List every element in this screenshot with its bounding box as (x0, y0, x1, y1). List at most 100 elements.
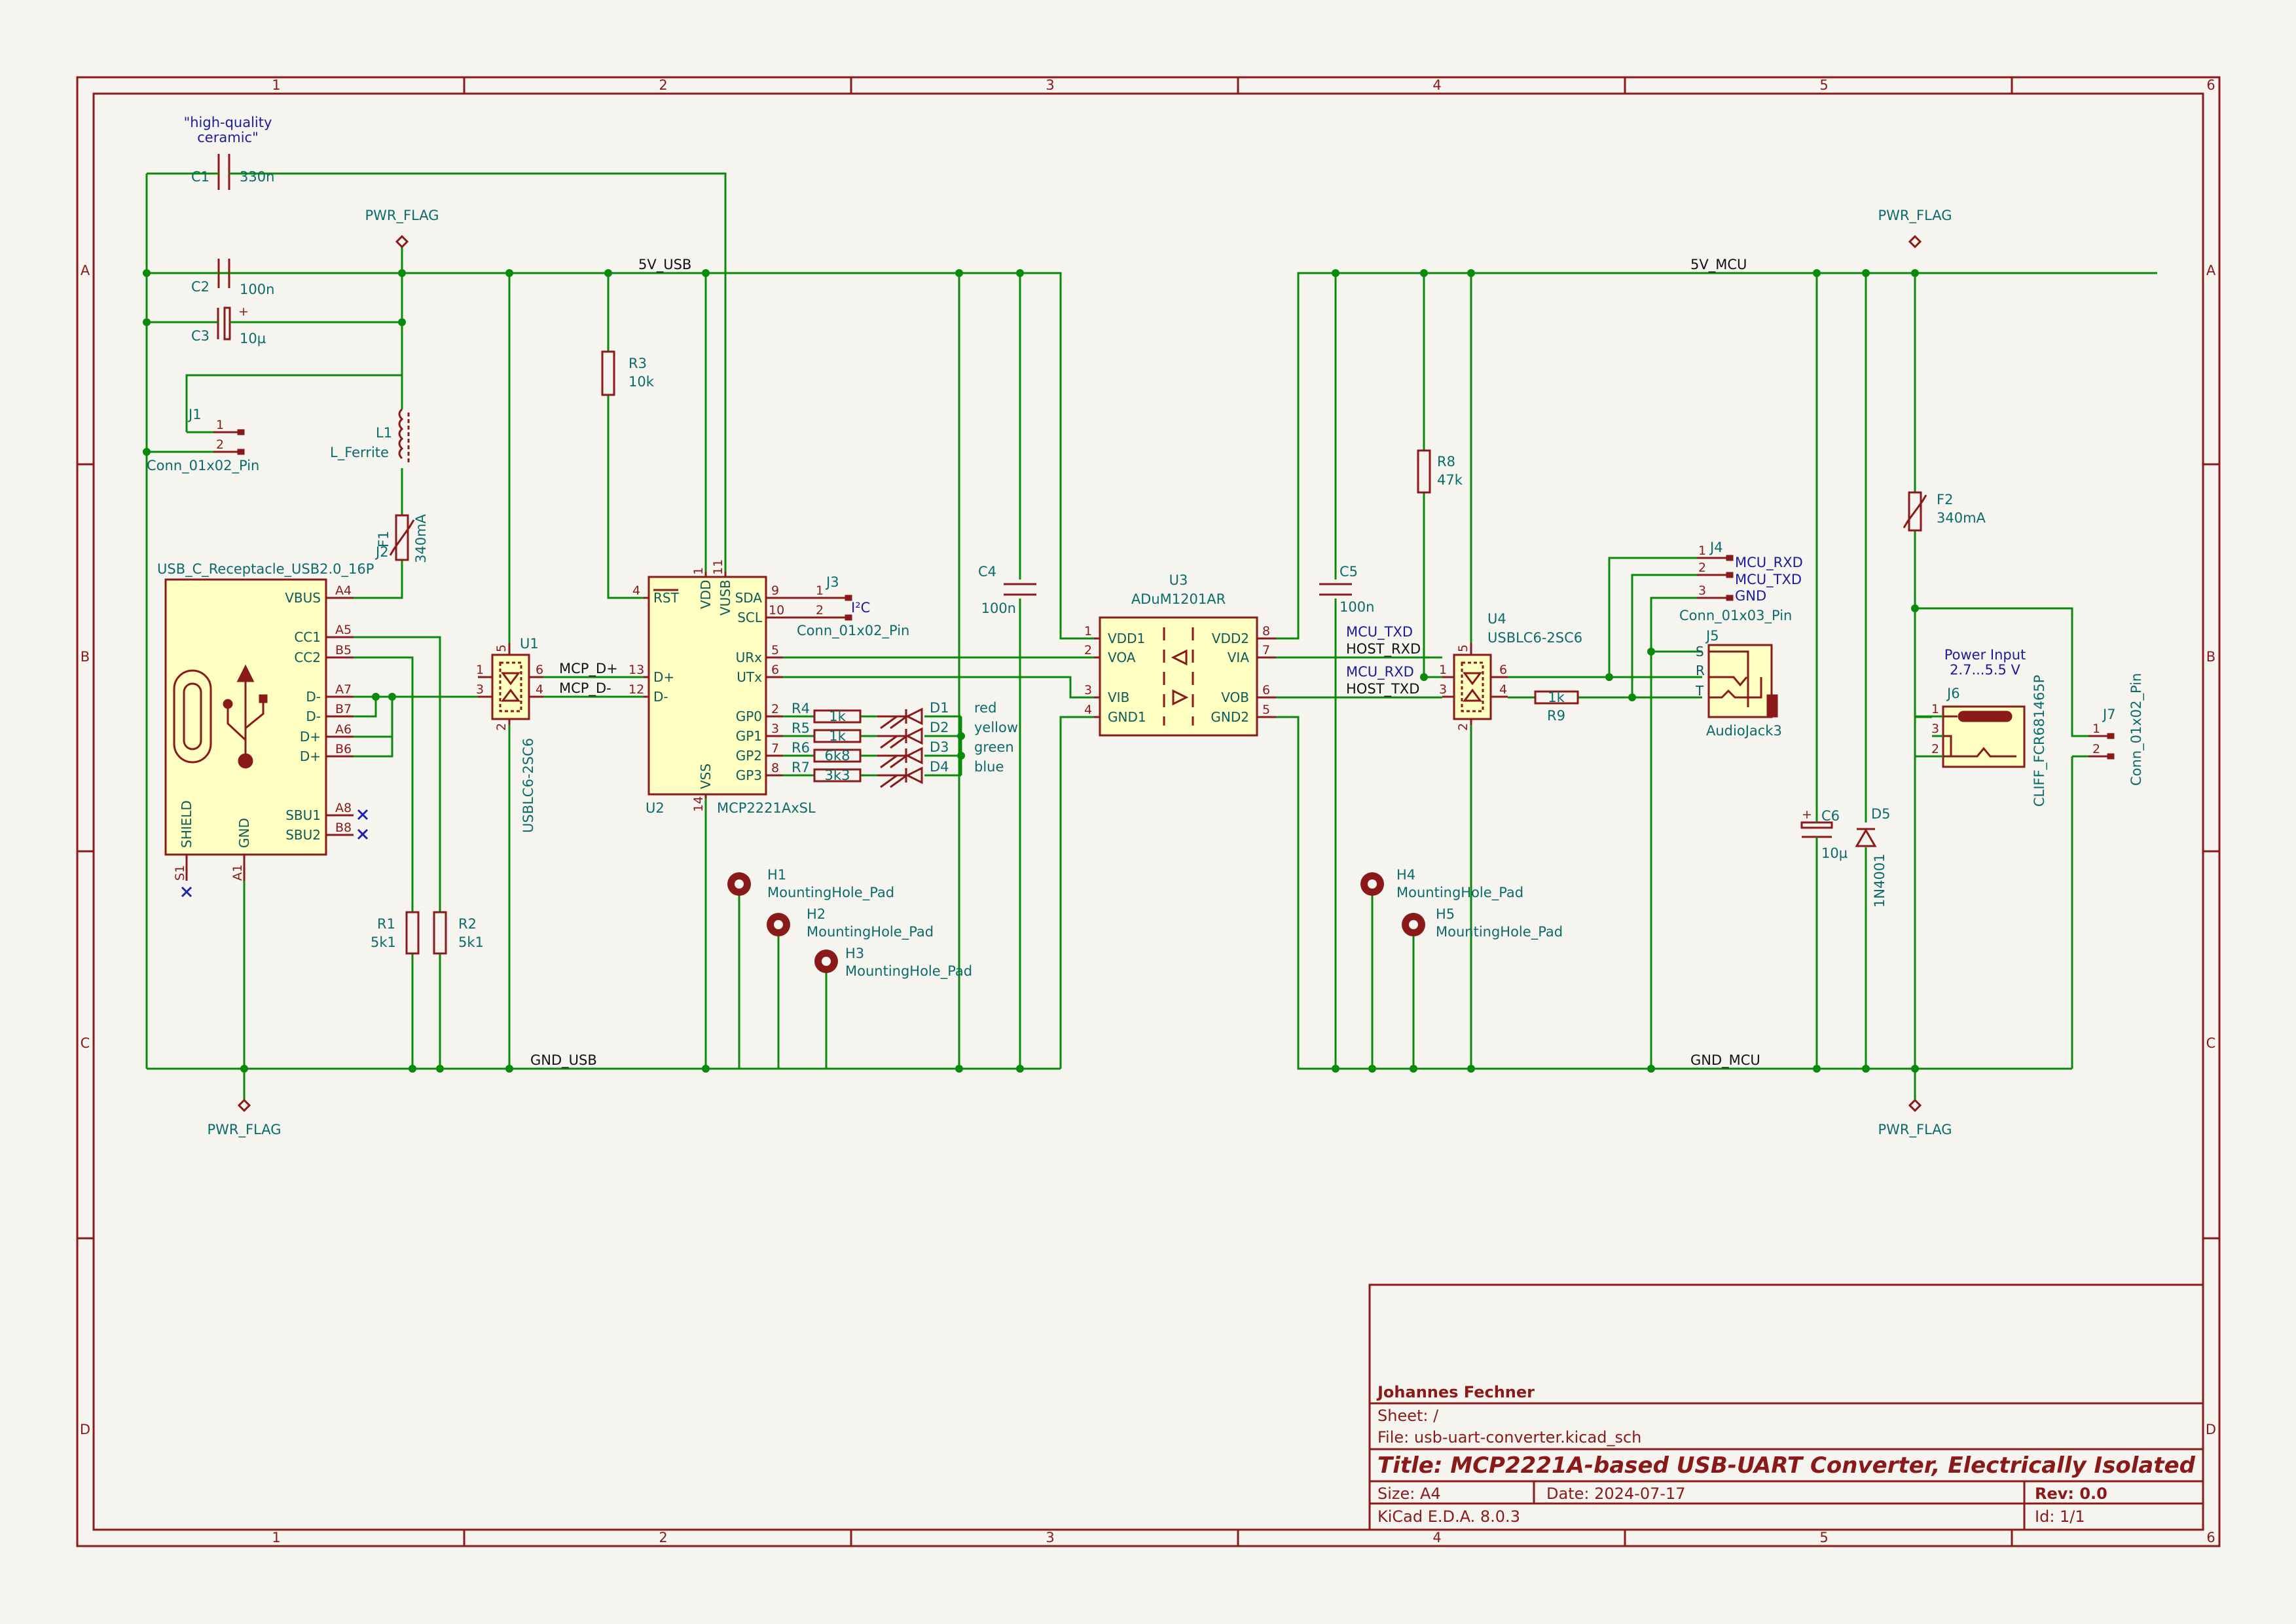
h1-ref: H1 (767, 867, 786, 883)
h2-ref: H2 (807, 906, 826, 922)
dc-jack-j6: 1 3 2 J6 CLIFF_FCR681465P (1915, 675, 2048, 807)
u2-vdd-label: VDD (698, 580, 714, 609)
grid-row-a: A (81, 263, 90, 278)
c3-ref: C3 (191, 328, 210, 344)
j2-a8: A8 (335, 801, 352, 815)
mounting-hole-h5: H5 MountingHole_Pad (1402, 906, 1563, 940)
u4-pin2: 2 (1456, 723, 1470, 731)
mcp2221-u2: RST VDD VUSB SDA SCL D+ D- URx UTx GP0 G… (629, 559, 816, 816)
connector-j3: 1 2 J3 I²C Conn_01x02_Pin (783, 574, 909, 639)
j6-pin3: 3 (1931, 722, 1939, 736)
resistor-r8: R8 47k (1417, 449, 1463, 494)
u2-pin1: 1 (691, 567, 706, 575)
u3-vob-label: VOB (1221, 690, 1249, 705)
j6-value: CLIFF_FCR681465P (2032, 675, 2048, 807)
f2-value: 340mA (1937, 510, 1986, 526)
u2-pin7: 7 (771, 741, 779, 756)
u2-vss-label: VSS (698, 764, 714, 789)
pwr-flag-mcu-top: PWR_FLAG (1878, 208, 1952, 249)
c5-value: 100n (1339, 599, 1374, 615)
u1-pin5: 5 (494, 644, 509, 652)
j4-pin3: 3 (1698, 583, 1706, 598)
j2-gnd-label: GND (236, 818, 252, 848)
r2-ref: R2 (458, 916, 477, 932)
grid-col-5: 5 (1819, 77, 1828, 93)
grid-row-d: D (80, 1422, 90, 1437)
u3-pin1: 1 (1084, 624, 1092, 638)
d1-ref: D1 (930, 700, 949, 716)
u3-pin6: 6 (1262, 683, 1270, 697)
j2-sbu1-label: SBU1 (285, 807, 321, 823)
u3-pin2: 2 (1084, 643, 1092, 657)
capacitor-c3: + C3 10µ (191, 304, 266, 346)
grid-row-c-right: C (2206, 1035, 2216, 1051)
svg-text:+: + (238, 304, 249, 319)
u3-pin7: 7 (1262, 643, 1270, 657)
net-mcp-dm: MCP_D- (559, 680, 611, 697)
u4-pin6: 6 (1499, 663, 1507, 677)
j1-ref: J1 (187, 407, 202, 422)
r5-ref: R5 (792, 720, 810, 736)
fuse-f1: F1 340mA (376, 513, 429, 563)
title-block-date: Date: 2024-07-17 (1546, 1485, 1686, 1503)
resistor-r6: 6k8 R6 (792, 740, 862, 764)
u2-rst-label: RST (653, 590, 680, 606)
u3-gnd2-label: GND2 (1211, 709, 1249, 725)
j2-a1: A1 (230, 864, 245, 881)
r8-ref: R8 (1437, 454, 1455, 470)
c5-ref: C5 (1339, 564, 1358, 580)
j6-pin1: 1 (1931, 702, 1939, 716)
grid-col-3-bottom: 3 (1046, 1530, 1054, 1545)
capacitor-c4: C4 100n (978, 564, 1036, 616)
mounting-hole-h1: H1 MountingHole_Pad (727, 867, 894, 901)
isolator-u3: VDD1 VOA VIB GND1 VDD2 VIA VOB GND2 1 2 … (1084, 572, 1276, 737)
u1-pin6: 6 (536, 663, 543, 677)
d4-color: blue (974, 759, 1004, 775)
note-power-input-2: 2.7...5.5 V (1950, 662, 2020, 678)
u2-sda-label: SDA (735, 590, 763, 606)
r3-ref: R3 (629, 356, 647, 371)
h4-value: MountingHole_Pad (1396, 885, 1523, 901)
j2-vbus-label: VBUS (285, 590, 321, 606)
u2-pin4: 4 (632, 583, 640, 598)
j2-b5: B5 (335, 643, 352, 657)
d5-value: 1N4001 (1872, 853, 1887, 908)
capacitor-c5: C5 100n (1319, 564, 1374, 615)
j2-ref: J2 (374, 544, 389, 560)
ferrite-l1: L1 L_Ferrite (330, 408, 410, 465)
resistor-r1: R1 5k1 (371, 911, 420, 955)
j2-s1: S1 (173, 865, 187, 881)
u1-value: USBLC6-2SC6 (520, 738, 536, 833)
j2-shield-label: SHIELD (179, 800, 194, 848)
h3-ref: H3 (845, 946, 864, 961)
d5-ref: D5 (1871, 806, 1891, 822)
wires-usb-side (145, 172, 1094, 1100)
u3-pin4: 4 (1084, 703, 1092, 717)
net-gnd-mcu: GND_MCU (1690, 1052, 1760, 1069)
u3-value: ADuM1201AR (1131, 591, 1226, 607)
j2-b8: B8 (335, 821, 352, 835)
j4-ref: J4 (1709, 540, 1723, 555)
grid-row-b-right: B (2206, 649, 2215, 665)
u2-utx-label: UTx (737, 669, 762, 685)
title-block-company: Johannes Fechner (1376, 1383, 1535, 1401)
resistor-r3: R3 10k (601, 350, 655, 396)
u2-pin6: 6 (771, 663, 779, 677)
capacitor-c1: C1 330n (191, 154, 274, 190)
j6-pin2: 2 (1931, 742, 1939, 756)
r4-ref: R4 (792, 701, 810, 716)
led-emission-arrows (880, 715, 907, 788)
u3-ref: U3 (1169, 572, 1188, 588)
title-block-tool: KiCad E.D.A. 8.0.3 (1377, 1507, 1520, 1526)
pwr-flag-usb-top: PWR_FLAG (365, 208, 439, 249)
audio-jack-j5: S R T J5 AudioJack3 (1695, 628, 1782, 739)
j4-rxd-label: MCU_RXD (1735, 555, 1803, 571)
j7-pin2: 2 (2092, 742, 2100, 756)
j2-a7: A7 (335, 682, 352, 697)
capacitor-c2: C2 100n (147, 259, 402, 297)
grid-col-6: 6 (2206, 77, 2215, 93)
h5-ref: H5 (1436, 906, 1455, 922)
u3-vdd2-label: VDD2 (1212, 631, 1249, 646)
c1-ref: C1 (191, 169, 210, 185)
